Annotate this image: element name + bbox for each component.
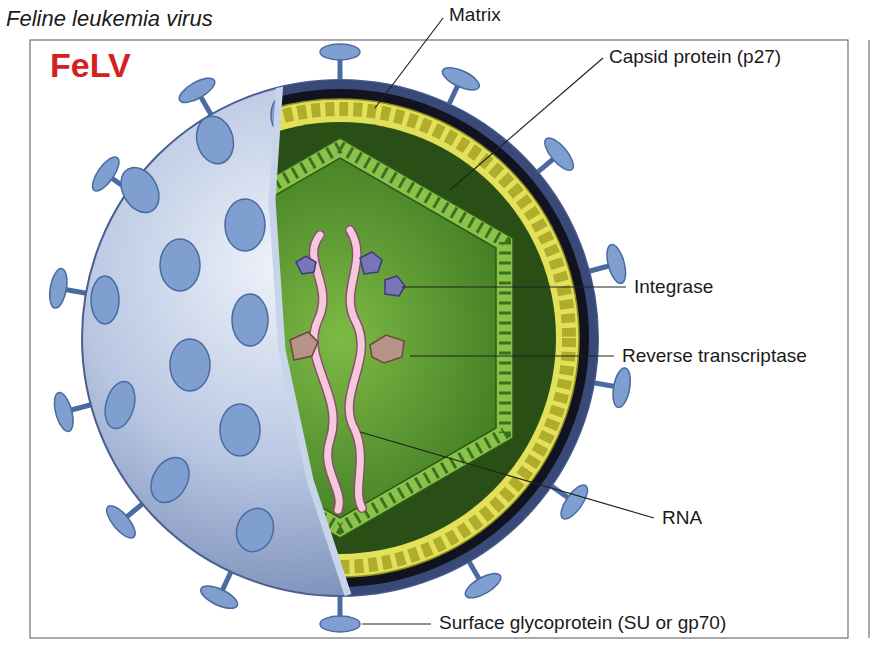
matrix-layer: [101, 99, 579, 577]
integrase-blobs: [296, 252, 405, 296]
cutaway: [82, 80, 598, 596]
frame: [30, 40, 848, 638]
part-label: Reverse transcriptase: [620, 345, 809, 367]
part-label: Surface glycoprotein (SU or gp70): [437, 612, 728, 634]
reverse-transcriptase-blobs: [290, 332, 404, 363]
capsid-layer: [167, 138, 513, 538]
part-label: Matrix: [447, 4, 503, 26]
envelope: [82, 80, 598, 596]
leader-lines: [360, 18, 654, 624]
part-label: Capsid protein (p27): [607, 46, 783, 68]
part-label: Integrase: [632, 276, 715, 298]
surface-spikes: [47, 44, 633, 632]
front-spikes: [91, 95, 299, 557]
diagram-title: Feline leukemia virus: [6, 6, 213, 31]
rna-strands: [314, 230, 362, 510]
part-label: RNA: [660, 507, 704, 529]
virus-name: FeLV: [50, 46, 131, 85]
